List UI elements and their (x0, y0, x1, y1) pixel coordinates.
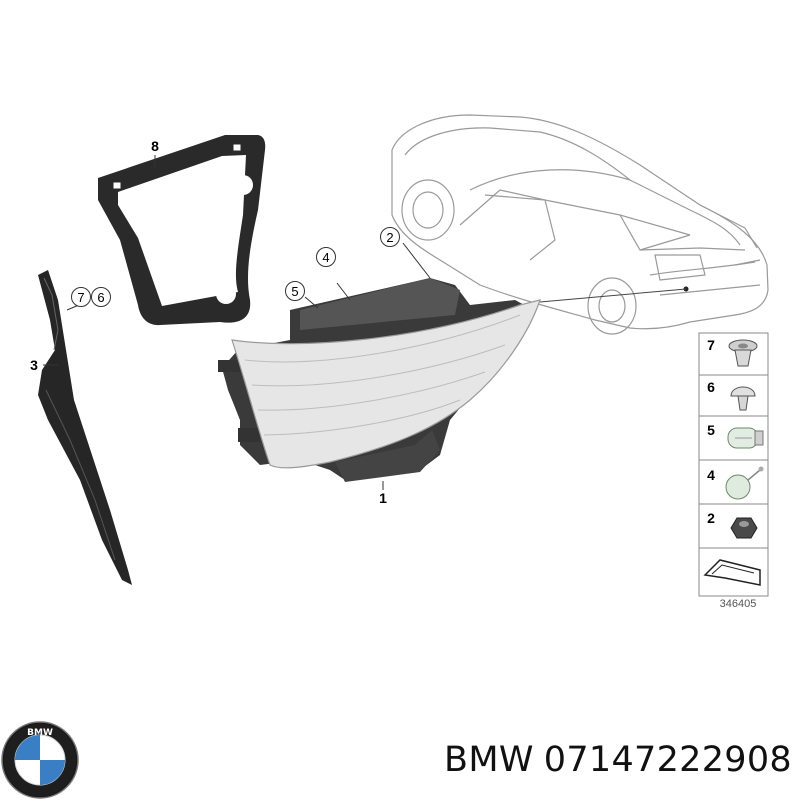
callout-3: 3 (30, 357, 38, 373)
leader-line-2 (402, 242, 431, 279)
callout-8: 8 (151, 138, 159, 154)
callout-2: 2 (386, 230, 393, 245)
callout-5: 5 (291, 284, 298, 299)
parts-legend: 7 6 5 4 2 (698, 332, 769, 597)
car-outline (391, 114, 769, 335)
callout-5-circle (285, 281, 305, 301)
brand-name: BMW (444, 740, 534, 780)
push-clip-icon (728, 339, 758, 367)
callout-1: 1 (379, 490, 387, 506)
ball-bulb-icon (725, 466, 764, 500)
gasket-part (98, 135, 266, 326)
legend-label-5: 5 (707, 422, 715, 438)
bmw-roundel-icon: BMW (1, 721, 79, 799)
seal-strip-part (38, 270, 132, 585)
callout-4: 4 (322, 250, 329, 265)
callout-4-circle (316, 247, 336, 267)
expanding-rivet-icon (730, 386, 756, 411)
callout-7: 7 (77, 290, 84, 305)
part-number: 07147222908 (543, 740, 792, 780)
tail-light-part (218, 278, 541, 482)
gasket-arrow-icon (703, 559, 761, 586)
leader-line-car (539, 288, 687, 303)
bmw-logo-text: BMW (27, 728, 53, 738)
legend-label-4: 4 (707, 467, 715, 483)
callout-7-circle (71, 287, 91, 307)
callout-6-circle (91, 287, 111, 307)
legend-label-7: 7 (707, 337, 715, 353)
wedge-bulb-icon (727, 427, 764, 449)
callout-2-circle (380, 227, 400, 247)
diagram-number: 346405 (720, 598, 757, 610)
legend-label-2: 2 (707, 510, 715, 526)
leader-line-4 (336, 282, 351, 301)
callout-6: 6 (97, 290, 104, 305)
leader-line-5 (304, 296, 319, 309)
hex-nut-icon (730, 517, 758, 539)
legend-label-6: 6 (707, 379, 715, 395)
